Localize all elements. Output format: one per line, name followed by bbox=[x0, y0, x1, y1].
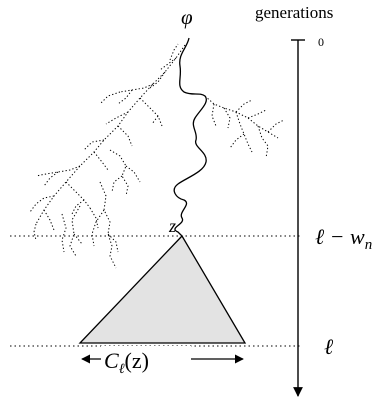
level-label-lower: ℓ bbox=[324, 334, 334, 359]
left-genealogy-branches bbox=[29, 43, 186, 269]
cone-triangle bbox=[78, 234, 247, 344]
node-z-label: z bbox=[168, 216, 176, 236]
cone-label-background bbox=[101, 346, 191, 372]
level-label-upper: ℓ − wn bbox=[315, 224, 372, 253]
cone-label: Cℓ(z) bbox=[104, 348, 149, 377]
generations-axis-zero-label: 0 bbox=[318, 35, 324, 49]
right-genealogy-branches bbox=[204, 95, 285, 159]
root-label: φ bbox=[181, 5, 193, 29]
ancestral-path bbox=[173, 37, 207, 237]
generations-axis-title: generations bbox=[255, 3, 333, 22]
